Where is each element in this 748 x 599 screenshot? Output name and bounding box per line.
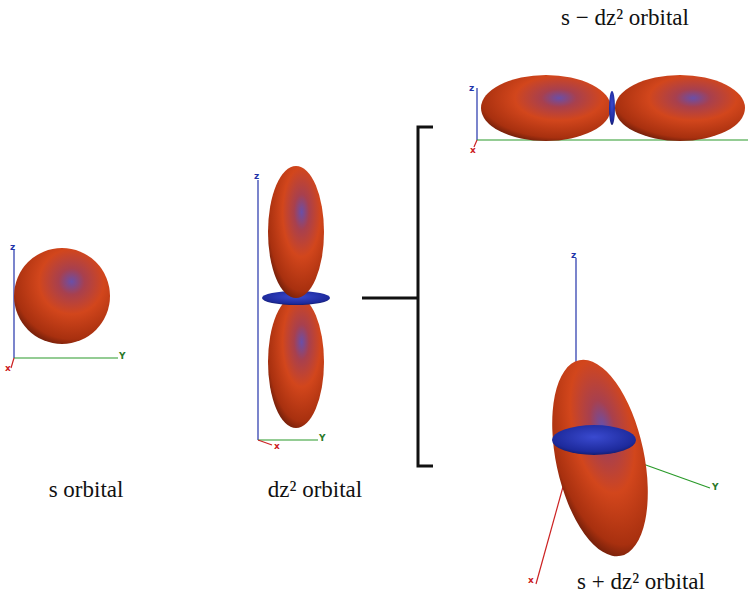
- axis-label: Y: [119, 352, 126, 361]
- axis-label: Y: [319, 434, 326, 443]
- axis-label: x: [528, 576, 534, 585]
- orbital-caption: dz² orbital: [268, 478, 362, 501]
- orbital-caption: s orbital: [49, 478, 124, 501]
- axis-label: x: [5, 364, 11, 373]
- axis-label: Y: [712, 483, 719, 492]
- orbital-caption: s + dz² orbital: [577, 570, 705, 593]
- axis-label: x: [470, 146, 476, 155]
- s-minus-dz2-orbital: [481, 75, 745, 141]
- axis-label: z: [10, 243, 15, 252]
- s-orbital-sphere: [14, 248, 110, 344]
- bracket: [362, 127, 433, 466]
- axis-label: z: [254, 172, 259, 181]
- axis-label: x: [274, 442, 280, 451]
- axes: [536, 258, 710, 584]
- dz2-orbital: [262, 166, 330, 428]
- axis-label: z: [571, 251, 576, 260]
- orbital-caption: s − dz² orbital: [561, 6, 689, 29]
- axis-label: z: [469, 84, 474, 93]
- s-plus-dz2-orbital: [536, 351, 664, 565]
